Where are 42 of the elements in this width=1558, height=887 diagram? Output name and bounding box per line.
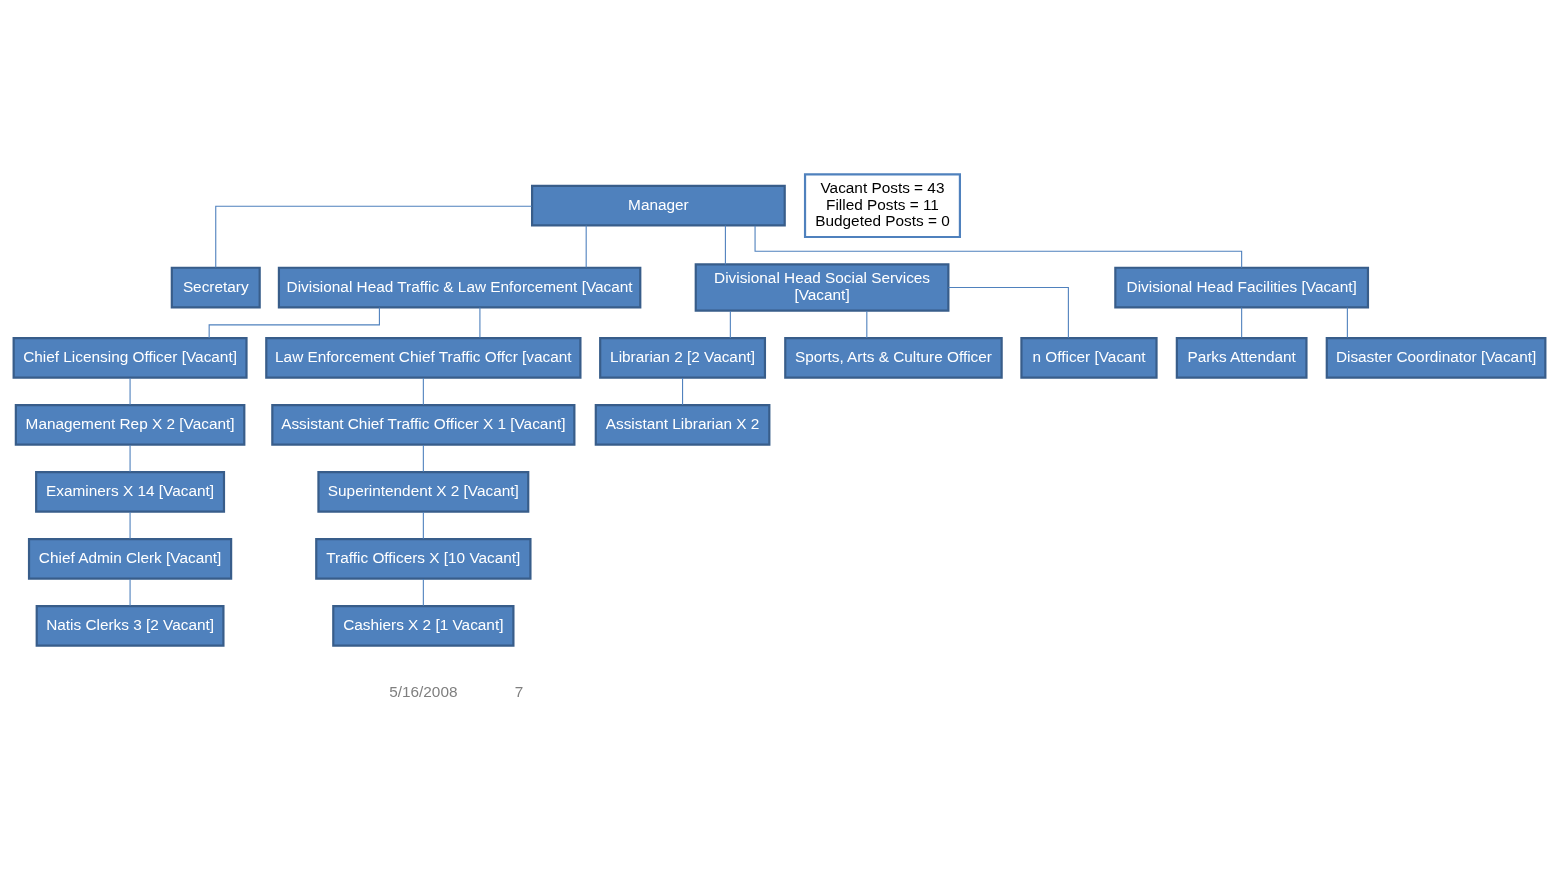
node-box: Sports, Arts & Culture Officer <box>783 336 1003 379</box>
connector <box>129 377 131 406</box>
connector <box>422 578 424 607</box>
connector <box>729 310 731 339</box>
node-box: Manager <box>530 184 786 227</box>
connector <box>1240 306 1242 339</box>
connector <box>129 444 131 473</box>
node-box: Natis Clerks 3 [2 Vacant] <box>35 604 225 647</box>
connector <box>129 578 131 607</box>
node-box: Chief Licensing Officer [Vacant] <box>12 336 248 379</box>
node-box: Law Enforcement Chief Traffic Offcr [vacant <box>264 336 581 379</box>
connector <box>724 224 726 265</box>
connector <box>478 306 480 339</box>
node-box: Divisional Head Social Services [Vacant] <box>694 263 949 312</box>
node-box: Examiners X 14 [Vacant] <box>34 470 225 513</box>
node-box: Divisional Head Facilities [Vacant] <box>1113 266 1369 309</box>
node-box: n Officer [Vacant <box>1019 336 1158 379</box>
node-box: Chief Admin Clerk [Vacant] <box>27 537 232 580</box>
connector <box>422 377 424 406</box>
connector <box>1346 306 1348 339</box>
connector <box>422 444 424 473</box>
node-box: Librarian 2 [2 Vacant] <box>598 336 766 379</box>
node-box: Parks Attendant <box>1175 336 1308 379</box>
connector <box>214 205 532 268</box>
label: 5/16/2008 <box>388 682 458 700</box>
node-box: Disaster Coordinator [Vacant] <box>1325 336 1546 379</box>
node-box: Superintendent X 2 [Vacant] <box>316 470 529 513</box>
connector <box>422 511 424 540</box>
node-box: Traffic Officers X [10 Vacant] <box>314 537 532 580</box>
node-box: Management Rep X 2 [Vacant] <box>14 403 245 446</box>
node-box: Cashiers X 2 [1 Vacant] <box>331 604 514 647</box>
node-box: Divisional Head Traffic & Law Enforcement [Vacant <box>277 266 641 309</box>
node-box: Assistant Chief Traffic Officer X 1 [Vacant] <box>270 403 575 446</box>
node-box: Assistant Librarian X 2 <box>594 403 770 446</box>
node-box: Secretary <box>170 266 261 309</box>
label: 7 <box>514 682 523 700</box>
connector <box>947 286 1069 339</box>
connector <box>681 377 683 406</box>
connector <box>585 224 587 269</box>
connector <box>865 310 867 339</box>
connector <box>129 511 131 540</box>
node-box: Vacant Posts = 43 Filled Posts = 11 Budgeted Posts = 0 <box>803 173 961 239</box>
